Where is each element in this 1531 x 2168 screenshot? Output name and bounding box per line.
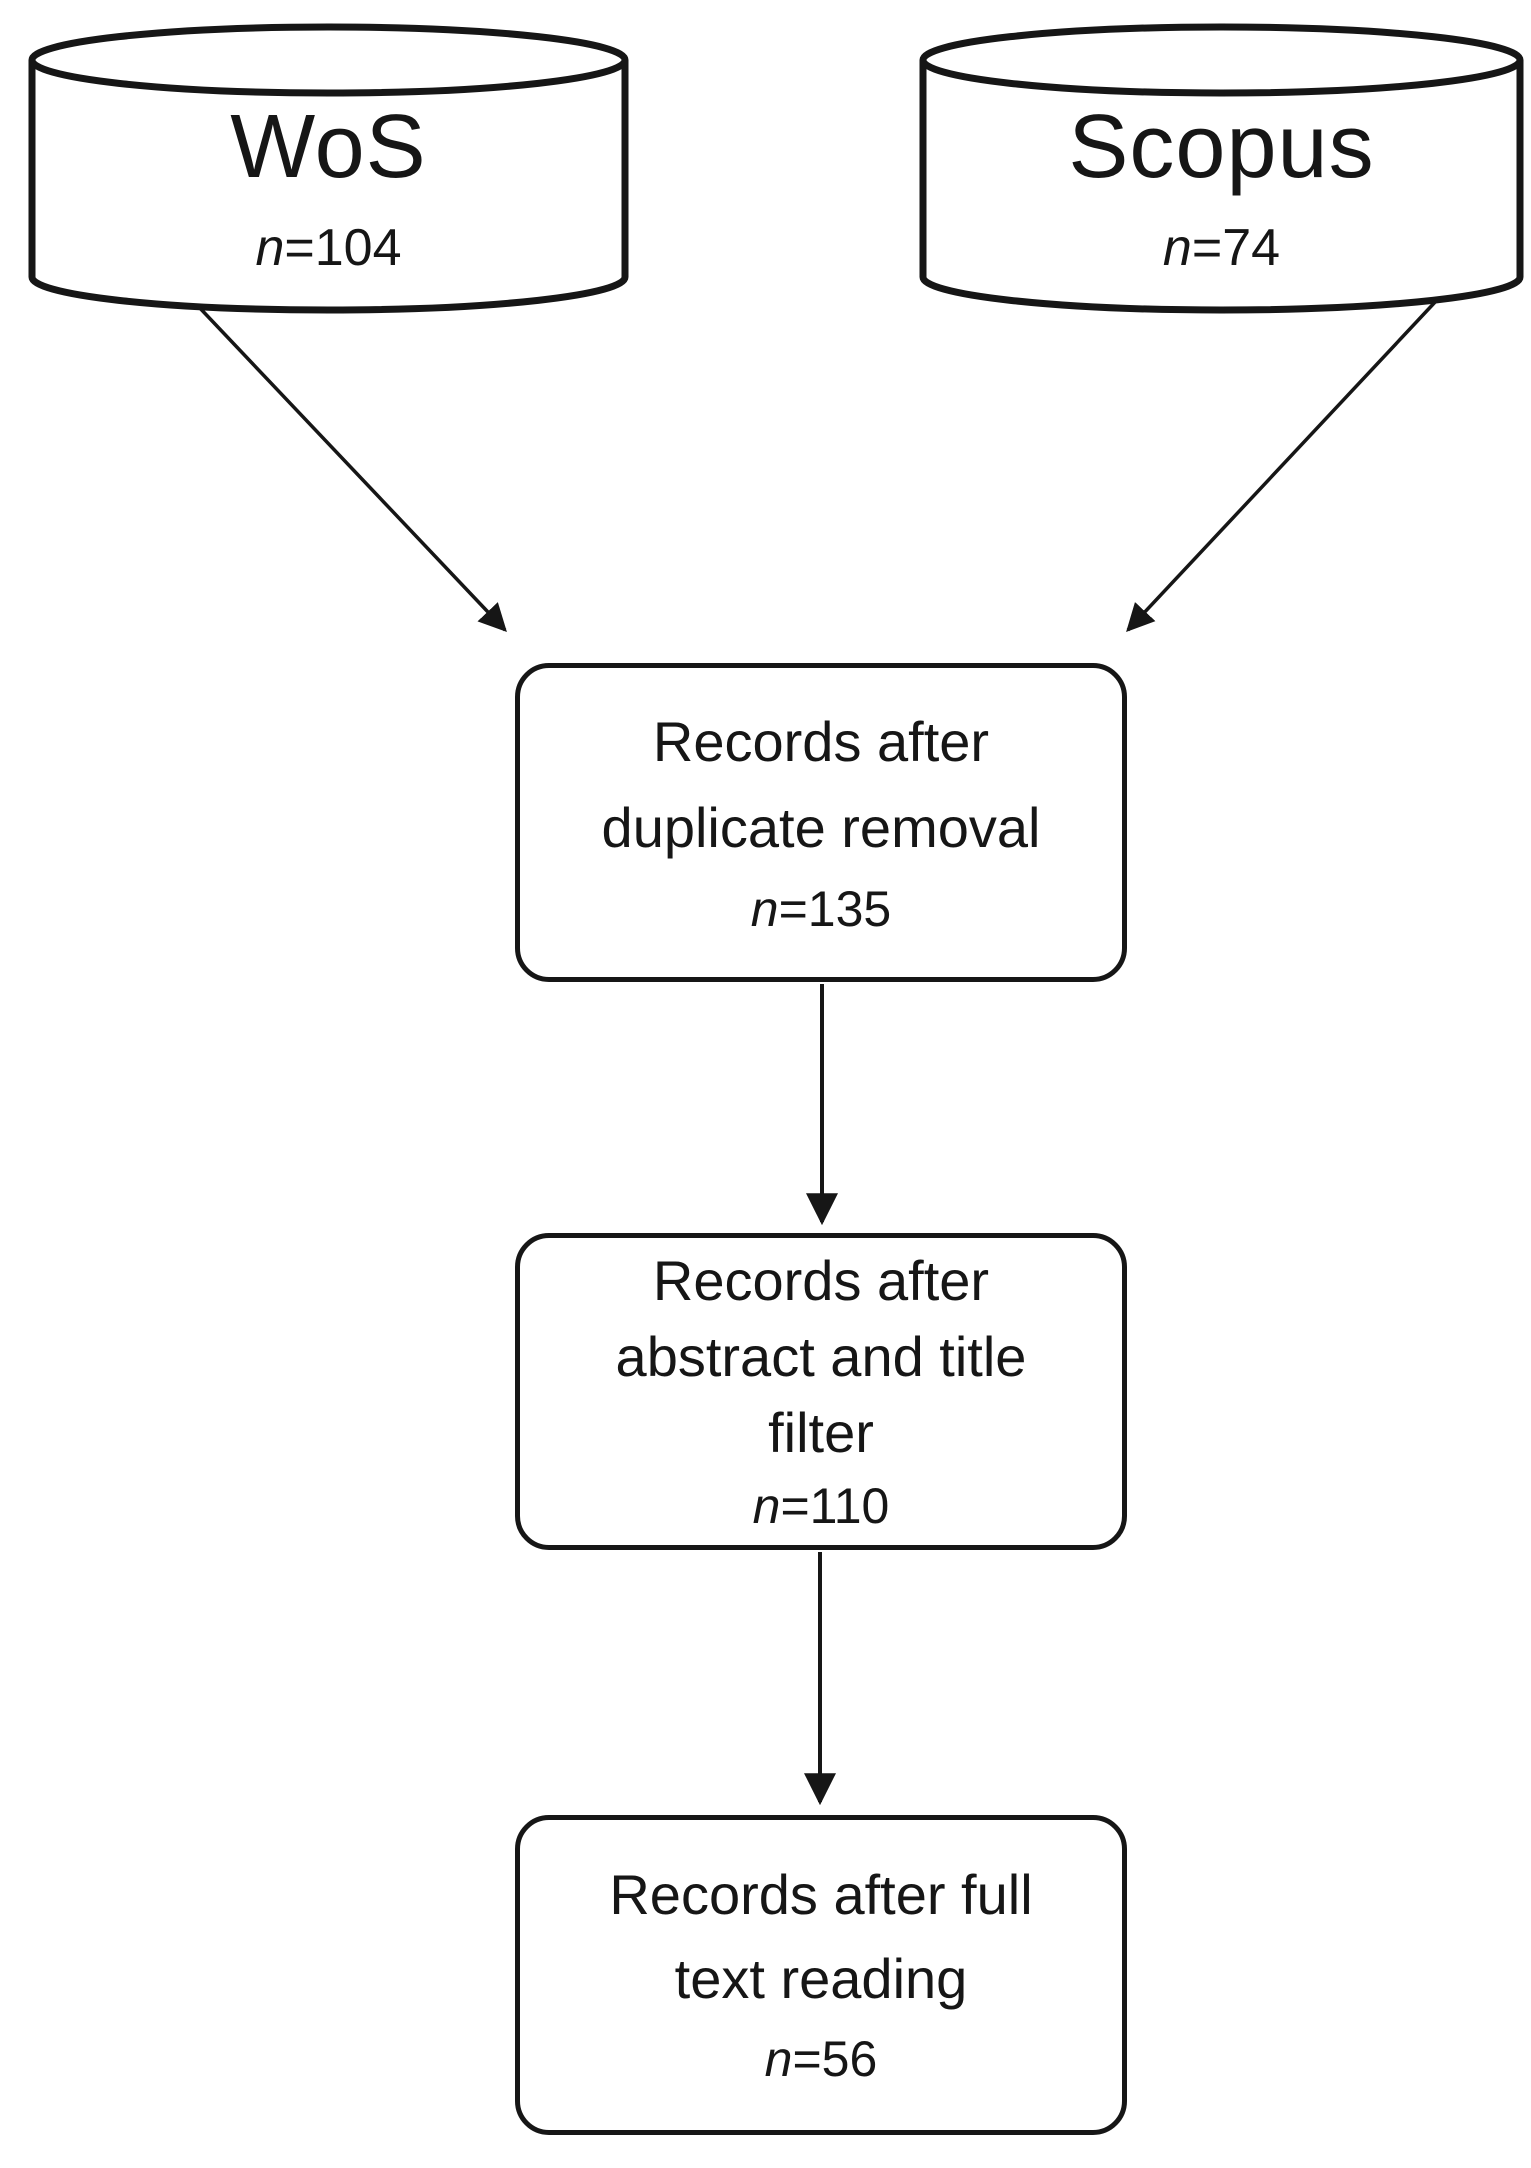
box-duplicate-removal-count-value: =135: [778, 880, 892, 937]
box-full-text-reading-count: n=56: [765, 2021, 878, 2097]
box-full-text-reading: Records after full text reading n=56: [515, 1815, 1127, 2135]
box-title-abstract-filter: Records after abstract and title filter …: [515, 1233, 1127, 1550]
wos-count-n: n: [255, 219, 285, 277]
wos-cylinder-shape: [28, 23, 629, 314]
box-duplicate-removal: Records after duplicate removal n=135: [515, 663, 1127, 982]
box-duplicate-removal-count: n=135: [751, 871, 891, 947]
arrow-wos-to-dedup: [195, 303, 507, 633]
wos-label: WoS: [230, 97, 427, 197]
box-title-abstract-filter-line2: abstract and title: [615, 1324, 1027, 1388]
box-full-text-reading-count-value: =56: [792, 2031, 878, 2087]
box-title-abstract-filter-count: n=110: [753, 1471, 890, 1541]
box-title-abstract-filter-count-n: n: [752, 1477, 781, 1534]
scopus-cylinder-shape: [919, 23, 1524, 314]
box-title-abstract-filter-count-value: =110: [780, 1477, 890, 1534]
box-duplicate-removal-line1: Records after: [652, 709, 990, 773]
scopus-label: Scopus: [1068, 97, 1375, 197]
scopus-count-value: =74: [1191, 219, 1281, 277]
box-title-abstract-filter-line3: filter: [768, 1400, 874, 1464]
box-full-text-reading-line2: text reading: [674, 1947, 968, 2010]
box-duplicate-removal-line2: duplicate removal: [601, 795, 1041, 859]
box-title-abstract-filter-line1: Records after: [652, 1248, 990, 1312]
arrow-scopus-to-dedup: [1126, 298, 1439, 633]
wos-count-value: =104: [284, 219, 402, 277]
scopus-count-n: n: [1162, 219, 1192, 277]
box-duplicate-removal-count-n: n: [750, 880, 779, 937]
box-full-text-reading-count-n: n: [764, 2031, 793, 2087]
wos-count: n=104: [32, 218, 625, 278]
box-full-text-reading-line1: Records after full: [609, 1863, 1033, 1926]
scopus-count: n=74: [923, 218, 1520, 278]
